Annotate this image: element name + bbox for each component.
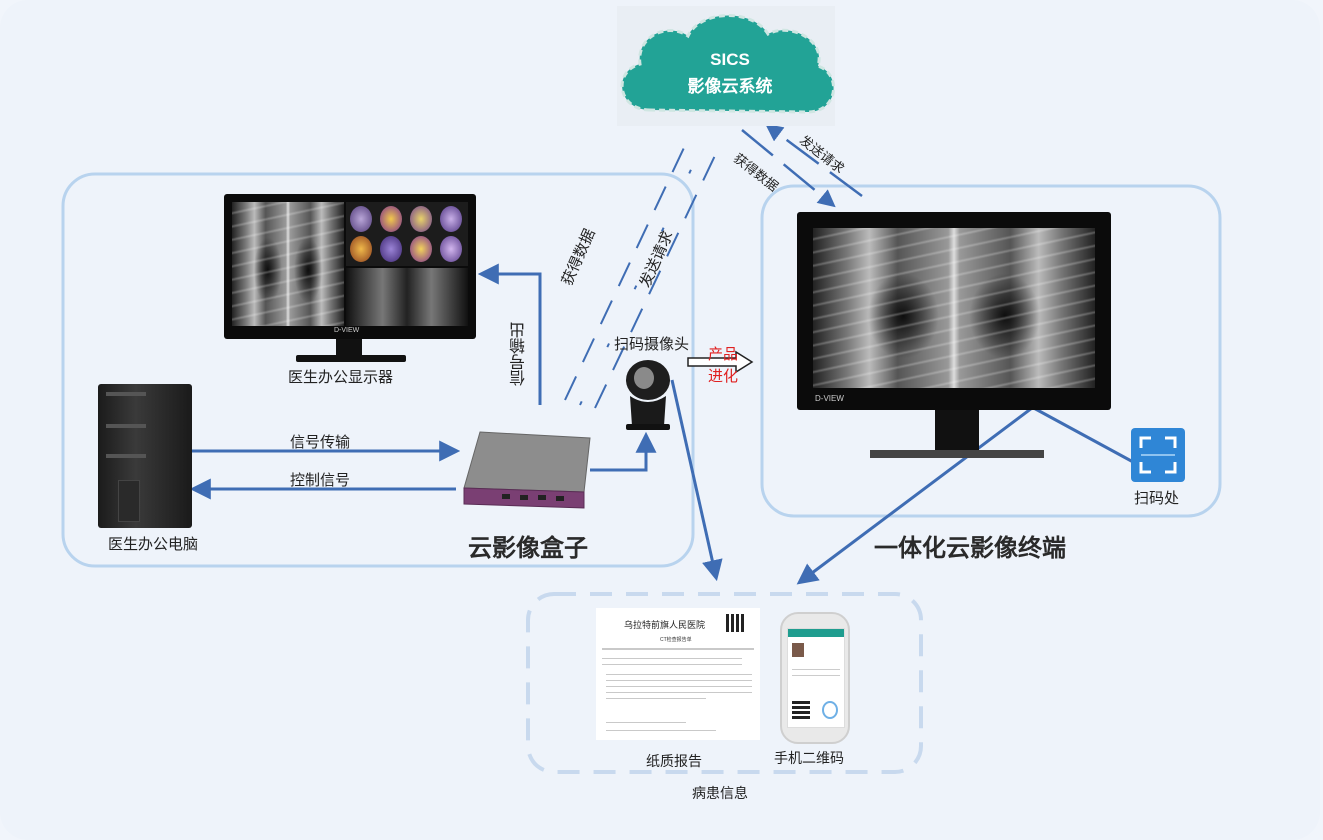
patient-info-label: 病患信息 bbox=[692, 785, 748, 801]
paper-report-label: 纸质报告 bbox=[646, 753, 702, 769]
monitor-brand: D-VIEW bbox=[334, 327, 360, 334]
monitor-brain-grid bbox=[346, 202, 468, 266]
phone-qr-label: 手机二维码 bbox=[774, 750, 844, 766]
evolution-arrow bbox=[687, 350, 754, 374]
signal-output-arrow bbox=[477, 263, 542, 405]
evolution-line1: 产品 bbox=[707, 346, 738, 363]
monitor-base bbox=[296, 355, 406, 362]
phone-avatar bbox=[792, 643, 804, 657]
terminal-get-data-arrow bbox=[741, 129, 836, 208]
box-scanner-arrow bbox=[590, 431, 657, 472]
evolution-label: 产品 进化 bbox=[700, 344, 746, 388]
terminal-xray-ribs bbox=[813, 228, 1095, 388]
mobile-phone bbox=[780, 612, 850, 744]
terminal-patient-arrow bbox=[796, 400, 1041, 585]
monitor-stand bbox=[336, 339, 362, 355]
monitor-spine-view bbox=[346, 268, 468, 326]
report-title: CT检查报告单 bbox=[660, 637, 692, 643]
report-hospital: 乌拉特前旗人民医院 bbox=[624, 620, 706, 630]
scan-spot-icon bbox=[1131, 428, 1185, 482]
signal-output-label: 信号输出 bbox=[511, 322, 528, 386]
box-cloud-dash-3 bbox=[594, 144, 721, 409]
terminal-monitor: D-VIEW bbox=[797, 212, 1111, 410]
terminal-brand: D-VIEW bbox=[815, 394, 844, 403]
left-group-border bbox=[61, 172, 695, 568]
terminal-scan-line bbox=[1029, 404, 1136, 465]
pc-tower bbox=[98, 384, 192, 528]
doctor-monitor: D-VIEW bbox=[224, 194, 476, 339]
monitor-label: 医生办公显示器 bbox=[288, 369, 394, 386]
pc-label: 医生办公电脑 bbox=[108, 536, 199, 553]
cloud-image-box bbox=[462, 430, 594, 510]
scan-spot-label: 扫码处 bbox=[1134, 490, 1180, 507]
cloud-title: SICS bbox=[710, 50, 750, 69]
paper-report: 乌拉特前旗人民医院 CT检查报告单 bbox=[596, 608, 760, 740]
terminal-title: 一体化云影像终端 bbox=[874, 535, 1066, 562]
scanner-label: 扫码摄像头 bbox=[614, 336, 690, 353]
box-label: 云影像盒子 bbox=[468, 535, 588, 562]
monitor-xray-ribs bbox=[232, 202, 344, 326]
scanner-patient-arrow bbox=[670, 379, 723, 582]
terminal-base bbox=[870, 450, 1044, 458]
barcode-scanner bbox=[620, 356, 676, 432]
signal-transfer-label: 信号传输 bbox=[290, 434, 351, 451]
box-cloud-dash-1 bbox=[564, 134, 691, 401]
right-group-border bbox=[760, 184, 1222, 518]
monitor-xray-image bbox=[232, 202, 344, 326]
phone-qr-icon bbox=[792, 701, 810, 719]
fingerprint-icon bbox=[822, 701, 838, 719]
terminal-send-request-arrow bbox=[765, 123, 863, 198]
cloud-shape bbox=[620, 14, 835, 114]
evolution-line2: 进化 bbox=[707, 368, 738, 385]
terminal-stand bbox=[935, 410, 979, 450]
patient-info-border bbox=[526, 592, 923, 774]
report-qr-icon bbox=[726, 614, 744, 632]
terminal-xray-image bbox=[813, 228, 1095, 388]
cloud-subtitle: 影像云系统 bbox=[687, 77, 773, 96]
control-signal-label: 控制信号 bbox=[290, 472, 351, 489]
